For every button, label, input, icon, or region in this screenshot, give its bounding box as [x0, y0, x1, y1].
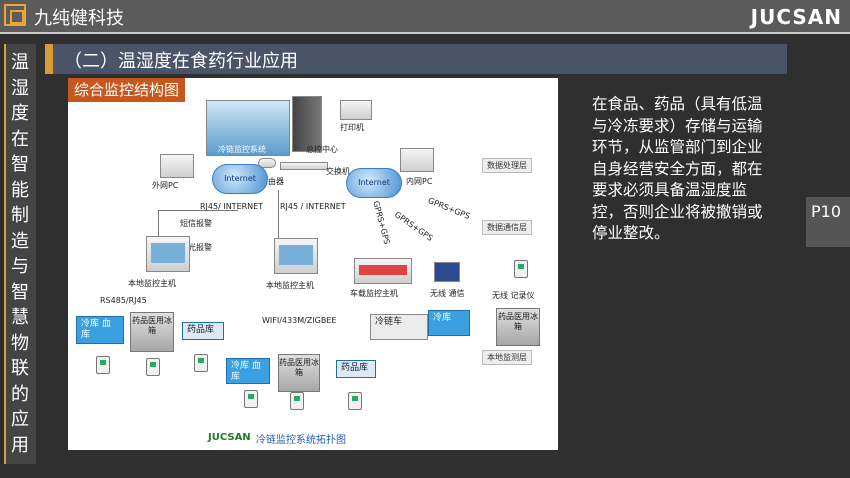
rs485-label: RS485/RJ45: [100, 296, 147, 305]
router-label: 路由器: [260, 177, 284, 186]
vehicle-host-label: 车载监控主机: [350, 289, 398, 298]
local-host-2-label: 本地监控主机: [266, 281, 314, 290]
switch-icon: [280, 162, 328, 170]
brand-name-cn: 九纯健科技: [34, 8, 124, 29]
vehicle-host-icon: [354, 258, 412, 284]
server-icon: [292, 96, 322, 152]
header-divider: [0, 32, 850, 34]
logo-icon: [4, 4, 26, 26]
gprs-label-1: GPRS+GPS: [371, 200, 392, 246]
wireless-comm-label: 无线 通信: [430, 289, 465, 298]
drug-store-1: 药品库: [182, 322, 224, 340]
sensor-icon: [290, 392, 304, 410]
sensor-icon: [244, 390, 258, 408]
layer-label-local: 本地监测层: [482, 350, 532, 365]
drug-store-2: 药品库: [336, 360, 376, 378]
cold-blood-store-2: 冷库 血库: [226, 358, 270, 384]
sensor-icon: [348, 392, 362, 410]
wifi-label: WIFI/433M/ZIGBEE: [262, 316, 337, 325]
control-center-label: 总控中心: [306, 145, 338, 154]
wire: [278, 190, 279, 238]
pharm-fridge-3: 药品医用冰箱: [496, 308, 540, 346]
internal-pc-label: 内网PC: [406, 177, 433, 186]
printer-icon: [340, 100, 372, 120]
internet-cloud-left: Internet: [212, 164, 268, 194]
cold-truck: 冷链车: [370, 314, 428, 340]
sms-alarm-label: 短信报警: [180, 219, 212, 228]
monitor-label: 冷链监控系统: [218, 145, 266, 154]
wireless-comm-icon: [434, 262, 460, 282]
pharm-fridge-1: 药品医用冰箱: [130, 312, 174, 352]
sensor-icon: [194, 354, 208, 372]
gprs-label-2: GPRS+GPS: [392, 210, 435, 243]
section-title: （二）温湿度在食药行业应用: [64, 51, 298, 72]
router-icon: [258, 158, 276, 168]
topology-diagram: 数据处理层 数据通信层 本地监测层 冷链监控系统 总控中心 打印机 交换机 路由…: [68, 78, 558, 450]
section-header-bar: [45, 44, 787, 74]
cold-blood-store-1: 冷库 血库: [76, 316, 124, 344]
local-host-2: [274, 238, 318, 274]
external-pc-icon: [160, 154, 194, 178]
sensor-icon: [96, 356, 110, 374]
gprs-label-3: GPRS+GPS: [426, 196, 472, 222]
description-text: 在食品、药品（具有低温与冷冻要求）存储与运输环节，从监管部门到企业自身经营安全方…: [592, 95, 763, 242]
printer-label: 打印机: [340, 123, 364, 132]
diagram-tag: 综合监控结构图: [68, 78, 186, 102]
external-pc-label: 外网PC: [152, 181, 179, 190]
local-host-1-label: 本地监控主机: [128, 279, 176, 288]
left-strip: [4, 44, 36, 464]
monitor-screen: [206, 100, 290, 156]
brand-name-en: JUCSAN: [750, 5, 842, 29]
page-number: P10: [806, 197, 850, 247]
switch-label: 交换机: [326, 167, 350, 176]
footer-title: 冷链监控系统拓扑图: [256, 435, 346, 446]
wireless-recorder-label: 无线 记录仪: [492, 291, 535, 300]
internal-pc-icon: [400, 148, 434, 172]
rj45-label-left: RJ45/ INTERNET: [200, 202, 264, 211]
wireless-recorder-icon: [514, 260, 528, 278]
top-header-bar: [0, 0, 850, 32]
sensor-icon: [146, 358, 160, 376]
layer-label-processing: 数据处理层: [482, 158, 532, 173]
footer-brand: JUCSAN: [208, 432, 251, 443]
wire: [158, 210, 159, 260]
cold-store: 冷库: [428, 310, 470, 336]
internet-cloud-right: Internet: [346, 168, 402, 198]
pharm-fridge-2: 药品医用冰箱: [278, 354, 320, 392]
wire: [158, 210, 238, 211]
layer-label-communication: 数据通信层: [482, 220, 532, 235]
local-host-1: [146, 236, 190, 272]
sound-alarm-label: 声光报警: [180, 243, 212, 252]
vertical-title: 温湿度在智能制造与智慧物联的应用: [11, 52, 29, 456]
rj45-label-mid: RJ45 / INTERNET: [280, 202, 346, 211]
